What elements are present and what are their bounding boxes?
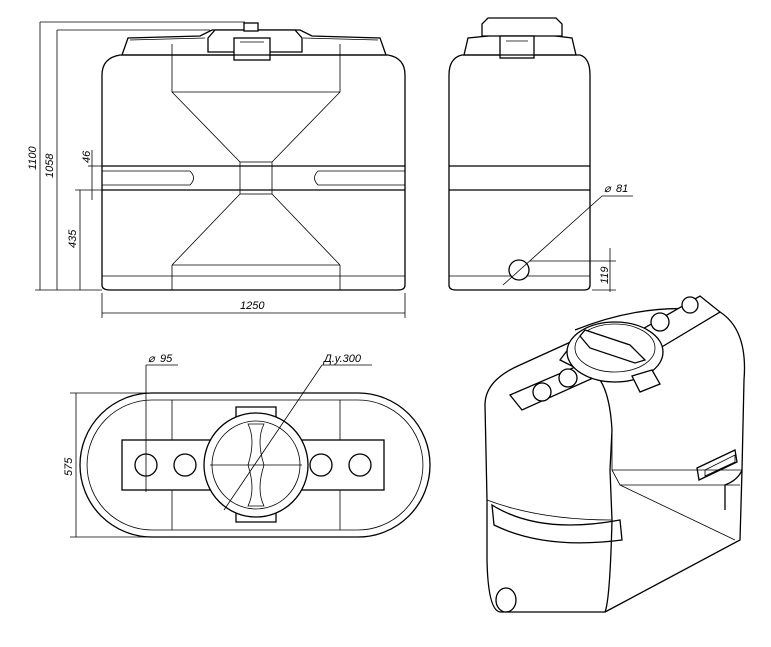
dim-total-height: 1100 (27, 145, 39, 170)
front-view (101, 22, 406, 291)
dim-lower-height: 435 (67, 229, 79, 248)
dim-length: 1250 (240, 300, 265, 312)
dim-hole-diameter-symbol: ⌀ (148, 353, 156, 365)
top-view (79, 392, 431, 538)
dim-outlet-diameter: 81 (616, 183, 628, 195)
dim-width: 575 (63, 457, 75, 476)
dim-groove-height: 46 (81, 150, 93, 163)
dim-hole-diameter: 95 (160, 353, 173, 365)
dim-outlet-diameter-symbol: ⌀ (604, 183, 612, 195)
dim-outlet-height: 119 (599, 266, 611, 284)
dim-neck-size: Д.у.300 (322, 353, 362, 365)
side-dimensions: ⌀ 81 119 (502, 183, 633, 292)
side-view (448, 17, 591, 291)
front-dimensions: 1100 1058 46 435 1250 (27, 21, 406, 318)
isometric-view (484, 295, 746, 613)
top-dimensions: ⌀ 95 Д.у.300 575 (63, 353, 372, 538)
dim-body-height: 1058 (44, 153, 56, 178)
